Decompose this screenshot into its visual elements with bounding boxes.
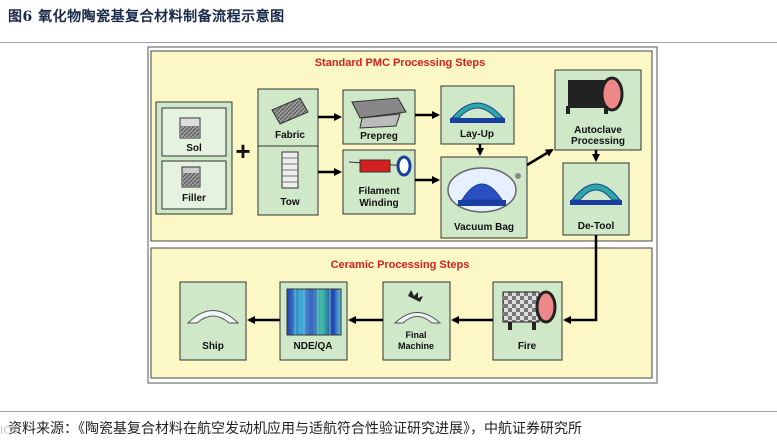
step-layup: Lay-Up: [440, 85, 515, 145]
detool-part-icon: [570, 183, 622, 205]
layup-part-icon: [450, 102, 505, 123]
step-vacuum-bag-label: Vacuum Bag: [454, 222, 514, 233]
top-rule: [0, 42, 777, 43]
step-prepreg: Prepreg: [342, 89, 416, 145]
step-layup-label: Lay-Up: [460, 129, 494, 140]
step-tow-label: Tow: [280, 197, 299, 208]
step-nde-qa-label: NDE/QA: [294, 341, 333, 352]
step-autoclave-label-1: Autoclave: [574, 125, 622, 136]
step-ship-label: Ship: [202, 341, 224, 352]
step-fire-label: Fire: [518, 341, 537, 352]
step-filament-label-1: Filament: [358, 186, 400, 197]
arrow-vacuum-autoclave: [526, 148, 554, 167]
sol-beaker-icon: [179, 117, 201, 139]
watermark: ICS: [0, 424, 18, 437]
arrow-detool-fire: [563, 235, 598, 324]
step-filament-winding: Filament Winding: [342, 149, 416, 215]
step-final-label-1: Final: [405, 330, 426, 340]
pmc-section-title: Standard PMC Processing Steps: [315, 57, 486, 69]
plus-sign: +: [235, 136, 250, 166]
bottom-rule: [0, 411, 777, 412]
step-final-machine: Final Machine: [382, 281, 451, 361]
tow-spool-icon: [281, 151, 299, 189]
step-ship: Ship: [179, 281, 247, 361]
nde-scan-image: [286, 288, 342, 336]
vacuum-bag-icon: [447, 167, 521, 213]
step-sol-label: Sol: [186, 143, 202, 154]
fabric-tow-group: Fabric Tow: [257, 88, 319, 216]
step-autoclave: Autoclave Processing: [554, 69, 642, 151]
furnace-icon: [502, 290, 557, 330]
prepreg-machine-icon: [351, 97, 407, 129]
step-vacuum-bag: Vacuum Bag: [440, 156, 528, 239]
figure-title: 图6 氧化物陶瓷基复合材料制备流程示意图: [8, 9, 285, 25]
ceramic-section-title: Ceramic Processing Steps: [331, 259, 470, 271]
step-filament-label-2: Winding: [359, 198, 398, 209]
step-nde-qa: NDE/QA: [279, 281, 348, 361]
step-prepreg-label: Prepreg: [360, 131, 398, 142]
fabric-icon: [271, 97, 309, 125]
step-fire: Fire: [492, 281, 563, 361]
flow-arrows: [247, 111, 600, 324]
filler-beaker-icon: [181, 166, 201, 188]
filament-winding-icon: [348, 155, 412, 177]
step-filler-label: Filler: [182, 193, 206, 204]
step-fabric-label: Fabric: [275, 130, 305, 141]
step-final-label-2: Machine: [398, 341, 434, 351]
ship-part-icon: [186, 310, 240, 324]
step-autoclave-label-2: Processing: [571, 136, 625, 147]
autoclave-icon: [566, 76, 624, 114]
figure-source: 资料来源：《陶瓷基复合材料在航空发动机应用与适航符合性验证研究进展》，中航证券研…: [8, 421, 582, 437]
final-machine-icon: [393, 290, 442, 324]
step-detool: De-Tool: [562, 162, 630, 236]
sol-filler-group: Sol Filler: [155, 101, 233, 215]
step-detool-label: De-Tool: [578, 221, 615, 232]
